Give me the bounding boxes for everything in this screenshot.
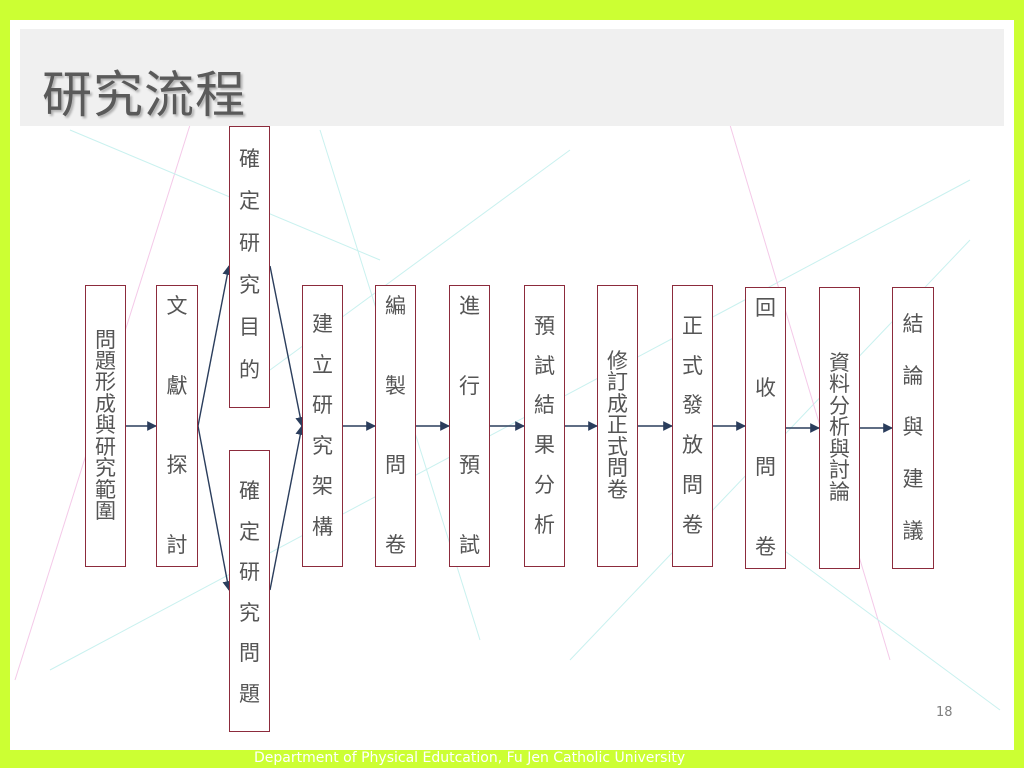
step-char: 編: [385, 294, 406, 318]
step-problem-scope: 問題形成與研究範圍: [85, 285, 126, 567]
step-char: 文: [166, 294, 188, 318]
step-char: 構: [312, 514, 333, 539]
step-char: 議: [902, 518, 924, 543]
step-char: 與: [95, 413, 116, 438]
step-char: 問: [385, 453, 406, 478]
step-char: 結: [534, 393, 555, 418]
step-revise-questionnaire: 修訂成正式問卷: [597, 285, 638, 567]
step-char: 究: [95, 456, 116, 481]
step-char: 研: [239, 560, 260, 585]
step-char: 結: [902, 312, 924, 336]
step-char: 卷: [607, 477, 628, 502]
step-char: 問: [95, 327, 116, 352]
step-char: 研: [239, 231, 260, 256]
step-char: 究: [239, 600, 260, 625]
step-char: 建: [312, 312, 333, 336]
step-char: 研: [95, 434, 116, 459]
step-char: 卷: [682, 512, 703, 537]
step-char: 問: [607, 456, 628, 481]
footer-text: Department of Physical Edutcation, Fu Je…: [254, 750, 686, 766]
step-char: 討: [829, 458, 850, 483]
step-char: 形: [95, 370, 116, 395]
step-char: 收: [755, 375, 776, 400]
arrow-purpose-to-framework: [269, 265, 306, 427]
step-char: 成: [95, 391, 116, 416]
step-char: 論: [902, 363, 924, 388]
step-char: 式: [607, 434, 628, 459]
step-conclusion: 結論與建議: [892, 287, 934, 569]
arrow-questions-to-framework: [269, 425, 306, 591]
step-char: 圍: [95, 498, 116, 523]
step-char: 正: [607, 413, 628, 438]
step-char: 範: [95, 477, 116, 502]
step-compile-questionnaire: 編製問卷: [375, 285, 416, 567]
step-char: 目: [239, 315, 260, 340]
step-char: 發: [682, 393, 703, 418]
step-char: 究: [312, 433, 333, 458]
step-char: 題: [95, 349, 116, 374]
step-collect-questionnaire: 回收問卷: [745, 287, 786, 569]
step-distribute-questionnaire: 正式發放問卷: [672, 285, 713, 567]
step-char: 確: [239, 479, 260, 503]
arrow-literature-to-purpose: [197, 265, 233, 427]
step-char: 架: [312, 474, 333, 499]
step-char: 預: [459, 453, 480, 478]
step-char: 研: [312, 393, 333, 418]
step-char: 試: [459, 532, 480, 557]
step-char: 分: [829, 393, 850, 418]
title-bar: 研究流程: [20, 29, 1004, 126]
step-char: 成: [607, 391, 628, 416]
step-char: 正: [682, 314, 703, 338]
step-char: 確: [239, 147, 260, 171]
step-conduct-pretest: 進行預試: [449, 285, 490, 567]
step-define-purpose: 確定研究目的: [229, 126, 270, 408]
step-char: 試: [534, 353, 555, 378]
step-literature-review: 文獻探討: [156, 285, 198, 567]
step-char: 與: [902, 415, 924, 440]
step-char: 修: [607, 349, 628, 374]
step-char: 的: [239, 357, 260, 382]
step-char: 析: [534, 512, 555, 537]
step-char: 製: [385, 373, 406, 398]
step-char: 與: [829, 436, 850, 461]
arrow-literature-to-questions: [197, 425, 233, 591]
step-data-analysis: 資料分析與討論: [819, 287, 860, 569]
step-char: 定: [239, 189, 260, 214]
step-char: 進: [459, 294, 480, 318]
step-char: 放: [682, 433, 703, 458]
step-char: 題: [239, 681, 260, 706]
step-char: 討: [166, 532, 188, 557]
step-char: 果: [534, 433, 555, 458]
step-char: 探: [166, 453, 188, 478]
page-number: 18: [936, 705, 953, 720]
page-title: 研究流程: [42, 66, 246, 124]
step-char: 立: [312, 352, 333, 377]
step-char: 問: [239, 641, 260, 666]
step-char: 建: [902, 466, 924, 491]
step-char: 行: [459, 373, 480, 398]
step-char: 究: [239, 273, 260, 298]
step-char: 分: [534, 472, 555, 497]
step-build-framework: 建立研究架構: [302, 285, 343, 567]
step-char: 定: [239, 519, 260, 544]
step-char: 問: [755, 455, 776, 480]
step-define-questions: 確定研究問題: [229, 450, 270, 732]
step-pretest-analysis: 預試結果分析: [524, 285, 565, 567]
step-char: 料: [829, 372, 850, 397]
step-char: 論: [829, 479, 850, 504]
step-char: 式: [682, 353, 703, 378]
step-char: 回: [755, 296, 776, 320]
step-char: 預: [534, 314, 555, 338]
step-char: 問: [682, 472, 703, 497]
step-char: 資: [829, 351, 850, 376]
step-char: 析: [829, 415, 850, 440]
step-char: 卷: [385, 532, 406, 557]
step-char: 卷: [755, 534, 776, 559]
step-char: 訂: [607, 370, 628, 395]
step-char: 獻: [166, 373, 188, 398]
